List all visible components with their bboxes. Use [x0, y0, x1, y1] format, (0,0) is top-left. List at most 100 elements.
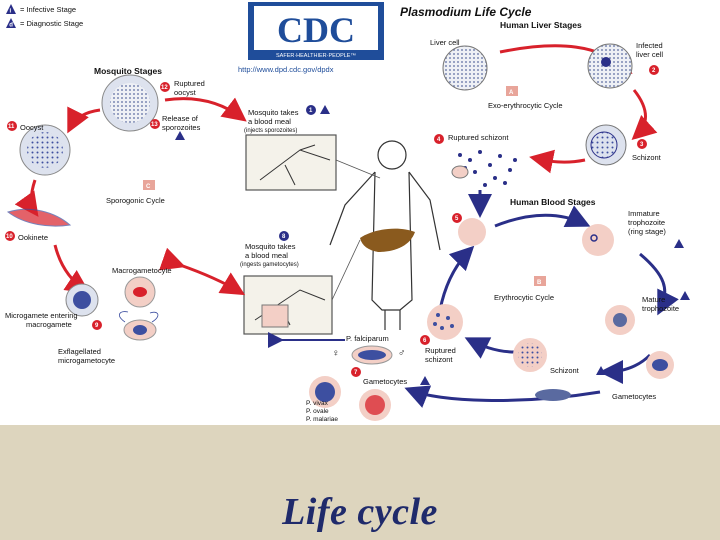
liver-schizont-label: Schizont [632, 153, 662, 162]
cdc-logo-text: CDC [277, 10, 355, 50]
microgamete-entering: Microgamete entering macrogamete 9 [5, 283, 102, 330]
caption-band [0, 425, 720, 540]
immature-trophozoite-label-1: Immature [628, 209, 660, 218]
human-figure [329, 140, 441, 330]
oocyst: 11 Oocyst [7, 121, 71, 176]
ruptured-oocyst-label-2: oocyst [174, 88, 197, 97]
ookinete-label: Ookinete [18, 233, 48, 242]
liver-organ [360, 228, 415, 252]
immature-trophozoite: Immature trophozoite (ring stage) [582, 209, 684, 256]
step-6-badge: 6 [423, 338, 427, 344]
sporogonic-cycle: C Sporogonic Cycle [106, 180, 165, 205]
cycle-b-badge: B [537, 280, 542, 286]
blood-cycle-arrows [268, 205, 679, 408]
blood-ruptured-schizont: Ruptured schizont 6 [420, 304, 463, 364]
legend-infective: i = Infective Stage [6, 4, 76, 15]
step-10-badge: 10 [6, 234, 13, 240]
step-1-badge: 1 [309, 108, 313, 114]
ruptured-oocyst-label-1: Ruptured [174, 79, 205, 88]
release-sporozoites-label-1: Release of [162, 114, 199, 123]
step-12-badge: 12 [161, 85, 168, 91]
infected-liver-cell: Infected liver cell 2 [587, 41, 663, 89]
step-5-badge: 5 [455, 216, 459, 222]
legend-diagnostic-symbol: d [9, 23, 13, 29]
human-liver-stages-heading: Human Liver Stages [500, 20, 582, 30]
infected-liver-cell-label-1: Infected [636, 41, 663, 50]
mosquito-stages-heading: Mosquito Stages [94, 66, 162, 76]
oocyst-label: Oocyst [20, 123, 44, 132]
mosquito-meal-sporozoites: 1 Mosquito takes a blood meal (injects s… [244, 105, 381, 191]
infective-stage-icon [6, 4, 16, 14]
mature-trophozoite-label-2: trophozoite [642, 304, 679, 313]
p-malariae-label: P. malariae [306, 416, 338, 423]
blood-ruptured-schizont-label-1: Ruptured [425, 346, 456, 355]
meal1-line1: Mosquito takes [248, 108, 299, 117]
cycle-a-badge: A [509, 90, 514, 96]
macrogametocyte-label: Macrogametocyte [112, 266, 172, 275]
legend-diagnostic-label: = Diagnostic Stage [20, 19, 83, 28]
gametocyte-species: P. falciparum ♀ ♂ 7 Gametocytes P. vivax… [306, 334, 430, 423]
cdc-url: http://www.dpd.cdc.gov/dpdx [238, 65, 334, 74]
meal2-line3: (ingests gametocytes) [240, 262, 299, 268]
cdc-tagline: SAFER·HEALTHIER·PEOPLE™ [276, 53, 356, 59]
liver-cell: Liver cell [430, 38, 488, 91]
mature-trophozoite: Mature trophozoite [605, 291, 690, 335]
meal1-line3: (injects sporozoites) [244, 128, 297, 134]
step-3-badge: 3 [640, 142, 644, 148]
diagnostic-stage-icon [6, 18, 16, 28]
legend-infective-symbol: i [10, 9, 12, 15]
step-11-badge: 11 [8, 124, 15, 130]
rbc-merozoite: 5 [452, 213, 486, 246]
step-13-badge: 13 [151, 122, 158, 128]
mosquito-meal-gametocytes: 8 Mosquito takes a blood meal (ingests g… [240, 231, 361, 335]
immature-trophozoite-label-3: (ring stage) [628, 227, 666, 236]
step-2-badge: 2 [652, 68, 656, 74]
p-vivax-label: P. vivax [306, 400, 329, 407]
sporogonic-cycle-arrows [14, 97, 247, 296]
legend-diagnostic: d = Diagnostic Stage [6, 18, 83, 29]
step-8-badge: 8 [282, 234, 286, 240]
step-9-badge: 9 [95, 323, 99, 329]
diagram-title: Plasmodium Life Cycle [400, 5, 532, 19]
p-ovale-label: P. ovale [306, 408, 329, 415]
exo-erythrocytic-cycle: A Exo-erythrocytic Cycle [488, 86, 563, 110]
macrogametocyte: Macrogametocyte [112, 266, 172, 308]
erythrocytic-cycle: B Erythrocytic Cycle [494, 276, 554, 302]
legend-infective-label: = Infective Stage [20, 5, 76, 14]
infected-liver-cell-label-2: liver cell [636, 50, 663, 59]
meal1-line2: a blood meal [248, 117, 291, 126]
exflagellated-label-1: Exflagellated [58, 347, 101, 356]
sporogonic-cycle-label: Sporogonic Cycle [106, 196, 165, 205]
mature-trophozoite-label-1: Mature [642, 295, 665, 304]
exflagellated-label-2: microgametocyte [58, 356, 115, 365]
legend: i = Infective Stage d = Diagnostic Stage [6, 4, 83, 29]
liver-ruptured-schizont: 4 Ruptured schizont [434, 133, 517, 187]
ruptured-oocyst: 12 Ruptured oocyst Release of sporozoite… [101, 74, 205, 140]
immature-trophozoite-label-2: trophozoite [628, 218, 665, 227]
release-sporozoites-label-2: sporozoites [162, 123, 201, 132]
p-falciparum-label: P. falciparum [346, 334, 389, 343]
exflagellated-microgametocyte: Exflagellated microgametocyte [58, 311, 159, 365]
microgamete-label-1: Microgamete entering [5, 311, 78, 320]
meal2-line2: a blood meal [245, 251, 288, 260]
blood-schizont: Schizont [513, 338, 606, 375]
liver-cell-label: Liver cell [430, 38, 460, 47]
human-blood-stages-heading: Human Blood Stages [510, 197, 596, 207]
meal2-line1: Mosquito takes [245, 242, 296, 251]
microgamete-label-2: macrogamete [26, 320, 72, 329]
exo-erythrocytic-cycle-label: Exo-erythrocytic Cycle [488, 101, 563, 110]
liver-schizont: 3 Schizont [585, 124, 662, 166]
male-symbol: ♂ [398, 348, 406, 359]
plasmodium-life-cycle-diagram: i = Infective Stage d = Diagnostic Stage… [5, 2, 690, 423]
gametocytes-left-label: Gametocytes [363, 377, 407, 386]
step-4-badge: 4 [437, 137, 441, 143]
liver-ruptured-schizont-label: Ruptured schizont [448, 133, 509, 142]
blood-schizont-label: Schizont [550, 366, 580, 375]
ookinete: 10 Ookinete [5, 208, 72, 242]
cycle-c-badge: C [146, 184, 151, 190]
blood-gametocytes: Gametocytes [535, 351, 674, 401]
blood-ruptured-schizont-label-2: schizont [425, 355, 453, 364]
female-symbol: ♀ [332, 348, 340, 359]
blood-gametocytes-label: Gametocytes [612, 392, 656, 401]
